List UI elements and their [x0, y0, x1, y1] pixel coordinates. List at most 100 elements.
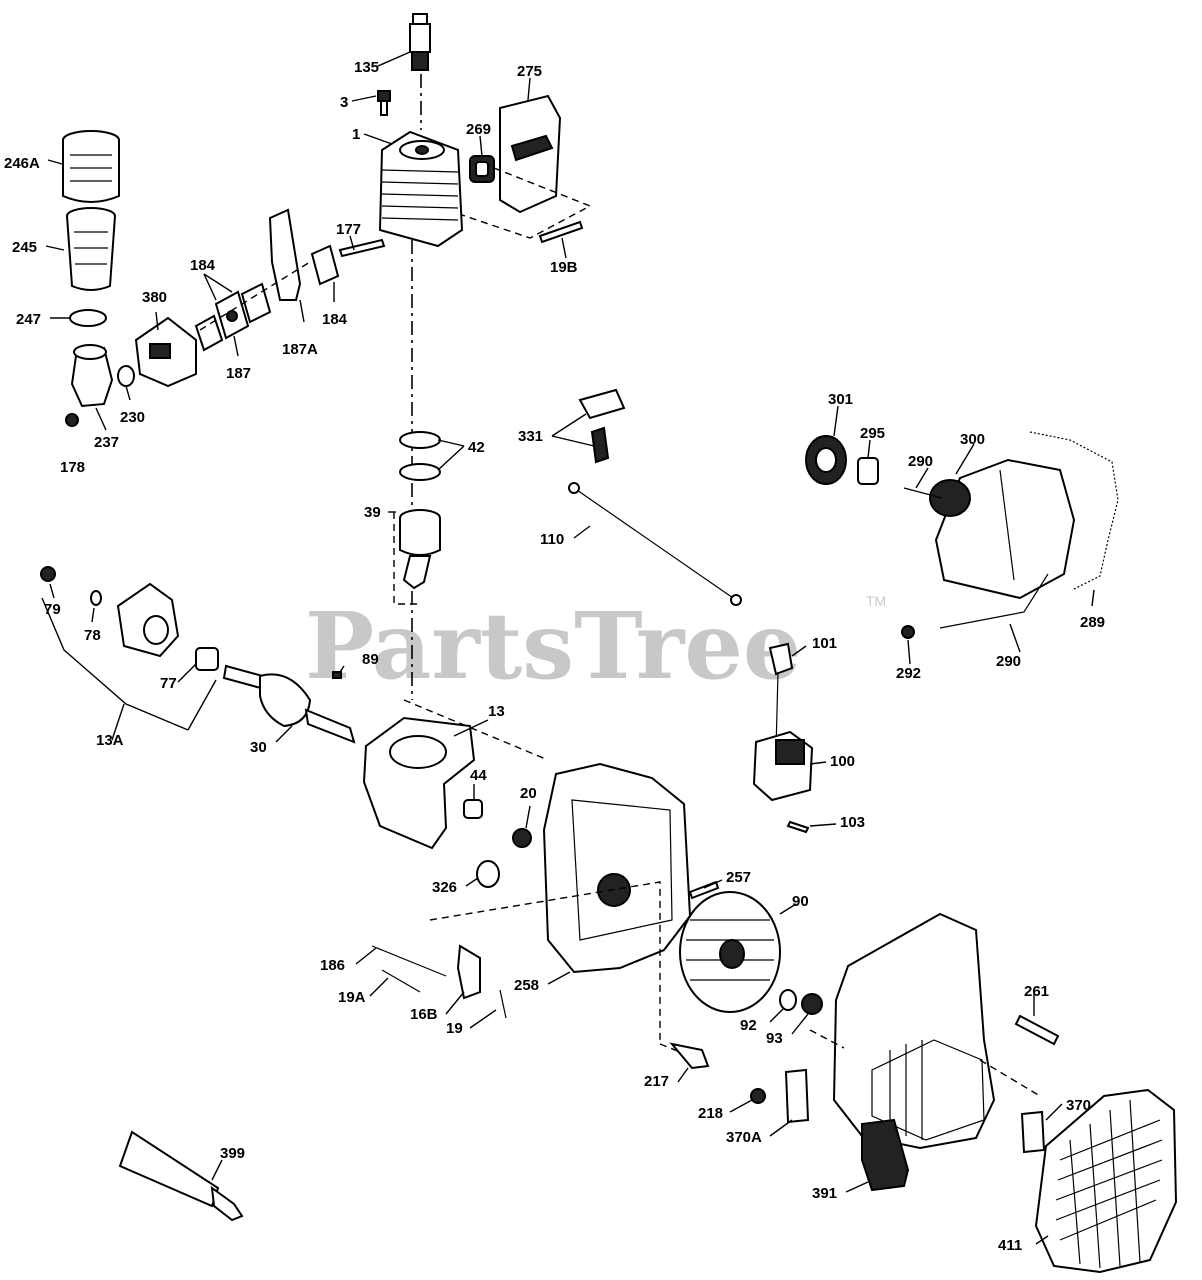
part-label-100[interactable]: 100 — [830, 753, 855, 770]
part-label-290-top[interactable]: 290 — [908, 453, 933, 470]
part-label-13a[interactable]: 13A — [96, 732, 124, 749]
part-label-292[interactable]: 292 — [896, 665, 921, 682]
part-label-370a[interactable]: 370A — [726, 1129, 762, 1146]
cylinder-gasket[interactable] — [310, 244, 340, 286]
part-label-269[interactable]: 269 — [466, 121, 491, 138]
flywheel-screw[interactable] — [688, 880, 720, 900]
filter-housing[interactable] — [66, 207, 116, 291]
part-label-13[interactable]: 13 — [488, 703, 505, 720]
part-label-275[interactable]: 275 — [517, 63, 542, 80]
part-label-289[interactable]: 289 — [1080, 614, 1105, 631]
part-label-20[interactable]: 20 — [520, 785, 537, 802]
crankcase-half[interactable] — [116, 582, 180, 658]
part-label-290-bottom[interactable]: 290 — [996, 653, 1021, 670]
part-label-187a[interactable]: 187A — [282, 341, 318, 358]
air-intake-elbow[interactable] — [70, 344, 114, 408]
muffler-stud[interactable] — [538, 220, 584, 244]
part-label-77[interactable]: 77 — [160, 675, 177, 692]
recoil-handle[interactable] — [861, 1118, 910, 1192]
spark-plug[interactable] — [409, 13, 431, 71]
stop-switch-spring[interactable] — [371, 945, 447, 977]
part-label-1[interactable]: 1 — [352, 126, 360, 143]
part-label-380[interactable]: 380 — [142, 289, 167, 306]
carburetor-gasket[interactable] — [117, 365, 135, 387]
part-label-92[interactable]: 92 — [740, 1017, 757, 1034]
part-label-301[interactable]: 301 — [828, 391, 853, 408]
fuel-line-short[interactable] — [903, 487, 943, 499]
decal-a[interactable] — [784, 1068, 810, 1124]
ground-screw[interactable] — [750, 1088, 766, 1104]
air-filter[interactable] — [62, 130, 120, 203]
part-label-257[interactable]: 257 — [726, 869, 751, 886]
decal-b[interactable] — [1020, 1110, 1046, 1154]
part-label-230[interactable]: 230 — [120, 409, 145, 426]
part-label-19a[interactable]: 19A — [338, 989, 366, 1006]
part-label-101[interactable]: 101 — [812, 635, 837, 652]
part-label-391[interactable]: 391 — [812, 1185, 837, 1202]
lock-washer[interactable] — [779, 989, 797, 1011]
grease-tube[interactable] — [118, 1130, 244, 1222]
part-label-411[interactable]: 411 — [998, 1237, 1022, 1254]
part-label-331[interactable]: 331 — [518, 428, 543, 445]
part-label-326[interactable]: 326 — [432, 879, 457, 896]
part-label-184-top[interactable]: 184 — [190, 257, 216, 274]
carburetor-spacer[interactable] — [214, 290, 250, 340]
part-label-217[interactable]: 217 — [644, 1073, 669, 1090]
part-label-3[interactable]: 3 — [340, 94, 348, 111]
ground-clip[interactable] — [669, 1042, 710, 1070]
filter-gasket[interactable] — [69, 309, 107, 327]
o-ring[interactable] — [476, 860, 500, 888]
crankcase-screw[interactable] — [40, 566, 56, 582]
part-label-186[interactable]: 186 — [320, 957, 345, 974]
spark-plug-boot[interactable] — [768, 642, 794, 676]
crankshaft[interactable] — [222, 664, 356, 744]
part-label-370[interactable]: 370 — [1066, 1097, 1091, 1114]
carburetor[interactable] — [134, 316, 197, 388]
flywheel-nut[interactable] — [801, 993, 823, 1015]
part-label-93[interactable]: 93 — [766, 1030, 783, 1047]
cylinder-stud[interactable] — [338, 238, 386, 258]
air-guard-grille[interactable] — [1034, 1088, 1178, 1274]
part-label-135[interactable]: 135 — [354, 59, 379, 76]
washer[interactable] — [90, 590, 102, 606]
part-label-177[interactable]: 177 — [336, 221, 361, 238]
part-label-237[interactable]: 237 — [94, 434, 119, 451]
fuel-tank[interactable] — [929, 458, 1076, 600]
part-label-78[interactable]: 78 — [84, 627, 101, 644]
part-label-218[interactable]: 218 — [698, 1105, 723, 1122]
piston[interactable] — [399, 509, 441, 590]
part-label-300[interactable]: 300 — [960, 431, 985, 448]
flywheel[interactable] — [679, 891, 781, 1013]
fuel-filter[interactable] — [857, 457, 879, 485]
stop-switch[interactable] — [456, 944, 481, 1000]
part-label-19[interactable]: 19 — [446, 1020, 463, 1037]
exhaust-gasket[interactable] — [469, 155, 495, 183]
throttle-clip[interactable] — [578, 388, 626, 464]
part-label-103[interactable]: 103 — [840, 814, 865, 831]
throttle-rod[interactable] — [568, 482, 742, 606]
part-label-258[interactable]: 258 — [514, 977, 539, 994]
muffler[interactable] — [499, 94, 562, 214]
cylinder-screw[interactable] — [377, 90, 391, 116]
fuel-cap[interactable] — [805, 435, 847, 485]
cylinder[interactable] — [378, 130, 464, 248]
part-label-399[interactable]: 399 — [220, 1145, 245, 1162]
fuel-line-long[interactable] — [939, 573, 1049, 629]
needle-bearing[interactable] — [463, 799, 483, 819]
part-label-261[interactable]: 261 — [1024, 983, 1049, 1000]
part-label-44[interactable]: 44 — [470, 767, 487, 784]
stop-switch-spring-b[interactable] — [381, 969, 421, 993]
woodruff-key[interactable] — [332, 671, 342, 679]
oil-seal[interactable] — [512, 828, 532, 848]
part-label-246a[interactable]: 246A — [4, 155, 40, 172]
part-label-247[interactable]: 247 — [16, 311, 41, 328]
part-label-184-right[interactable]: 184 — [322, 311, 348, 328]
crankcase[interactable] — [362, 716, 476, 850]
carburetor-spacer-gasket[interactable] — [194, 314, 224, 352]
piston-rings[interactable] — [399, 431, 441, 481]
part-label-178[interactable]: 178 — [60, 459, 85, 476]
part-label-39[interactable]: 39 — [364, 504, 381, 521]
part-label-187[interactable]: 187 — [226, 365, 251, 382]
spacer-gasket[interactable] — [240, 282, 272, 324]
part-label-295[interactable]: 295 — [860, 425, 885, 442]
